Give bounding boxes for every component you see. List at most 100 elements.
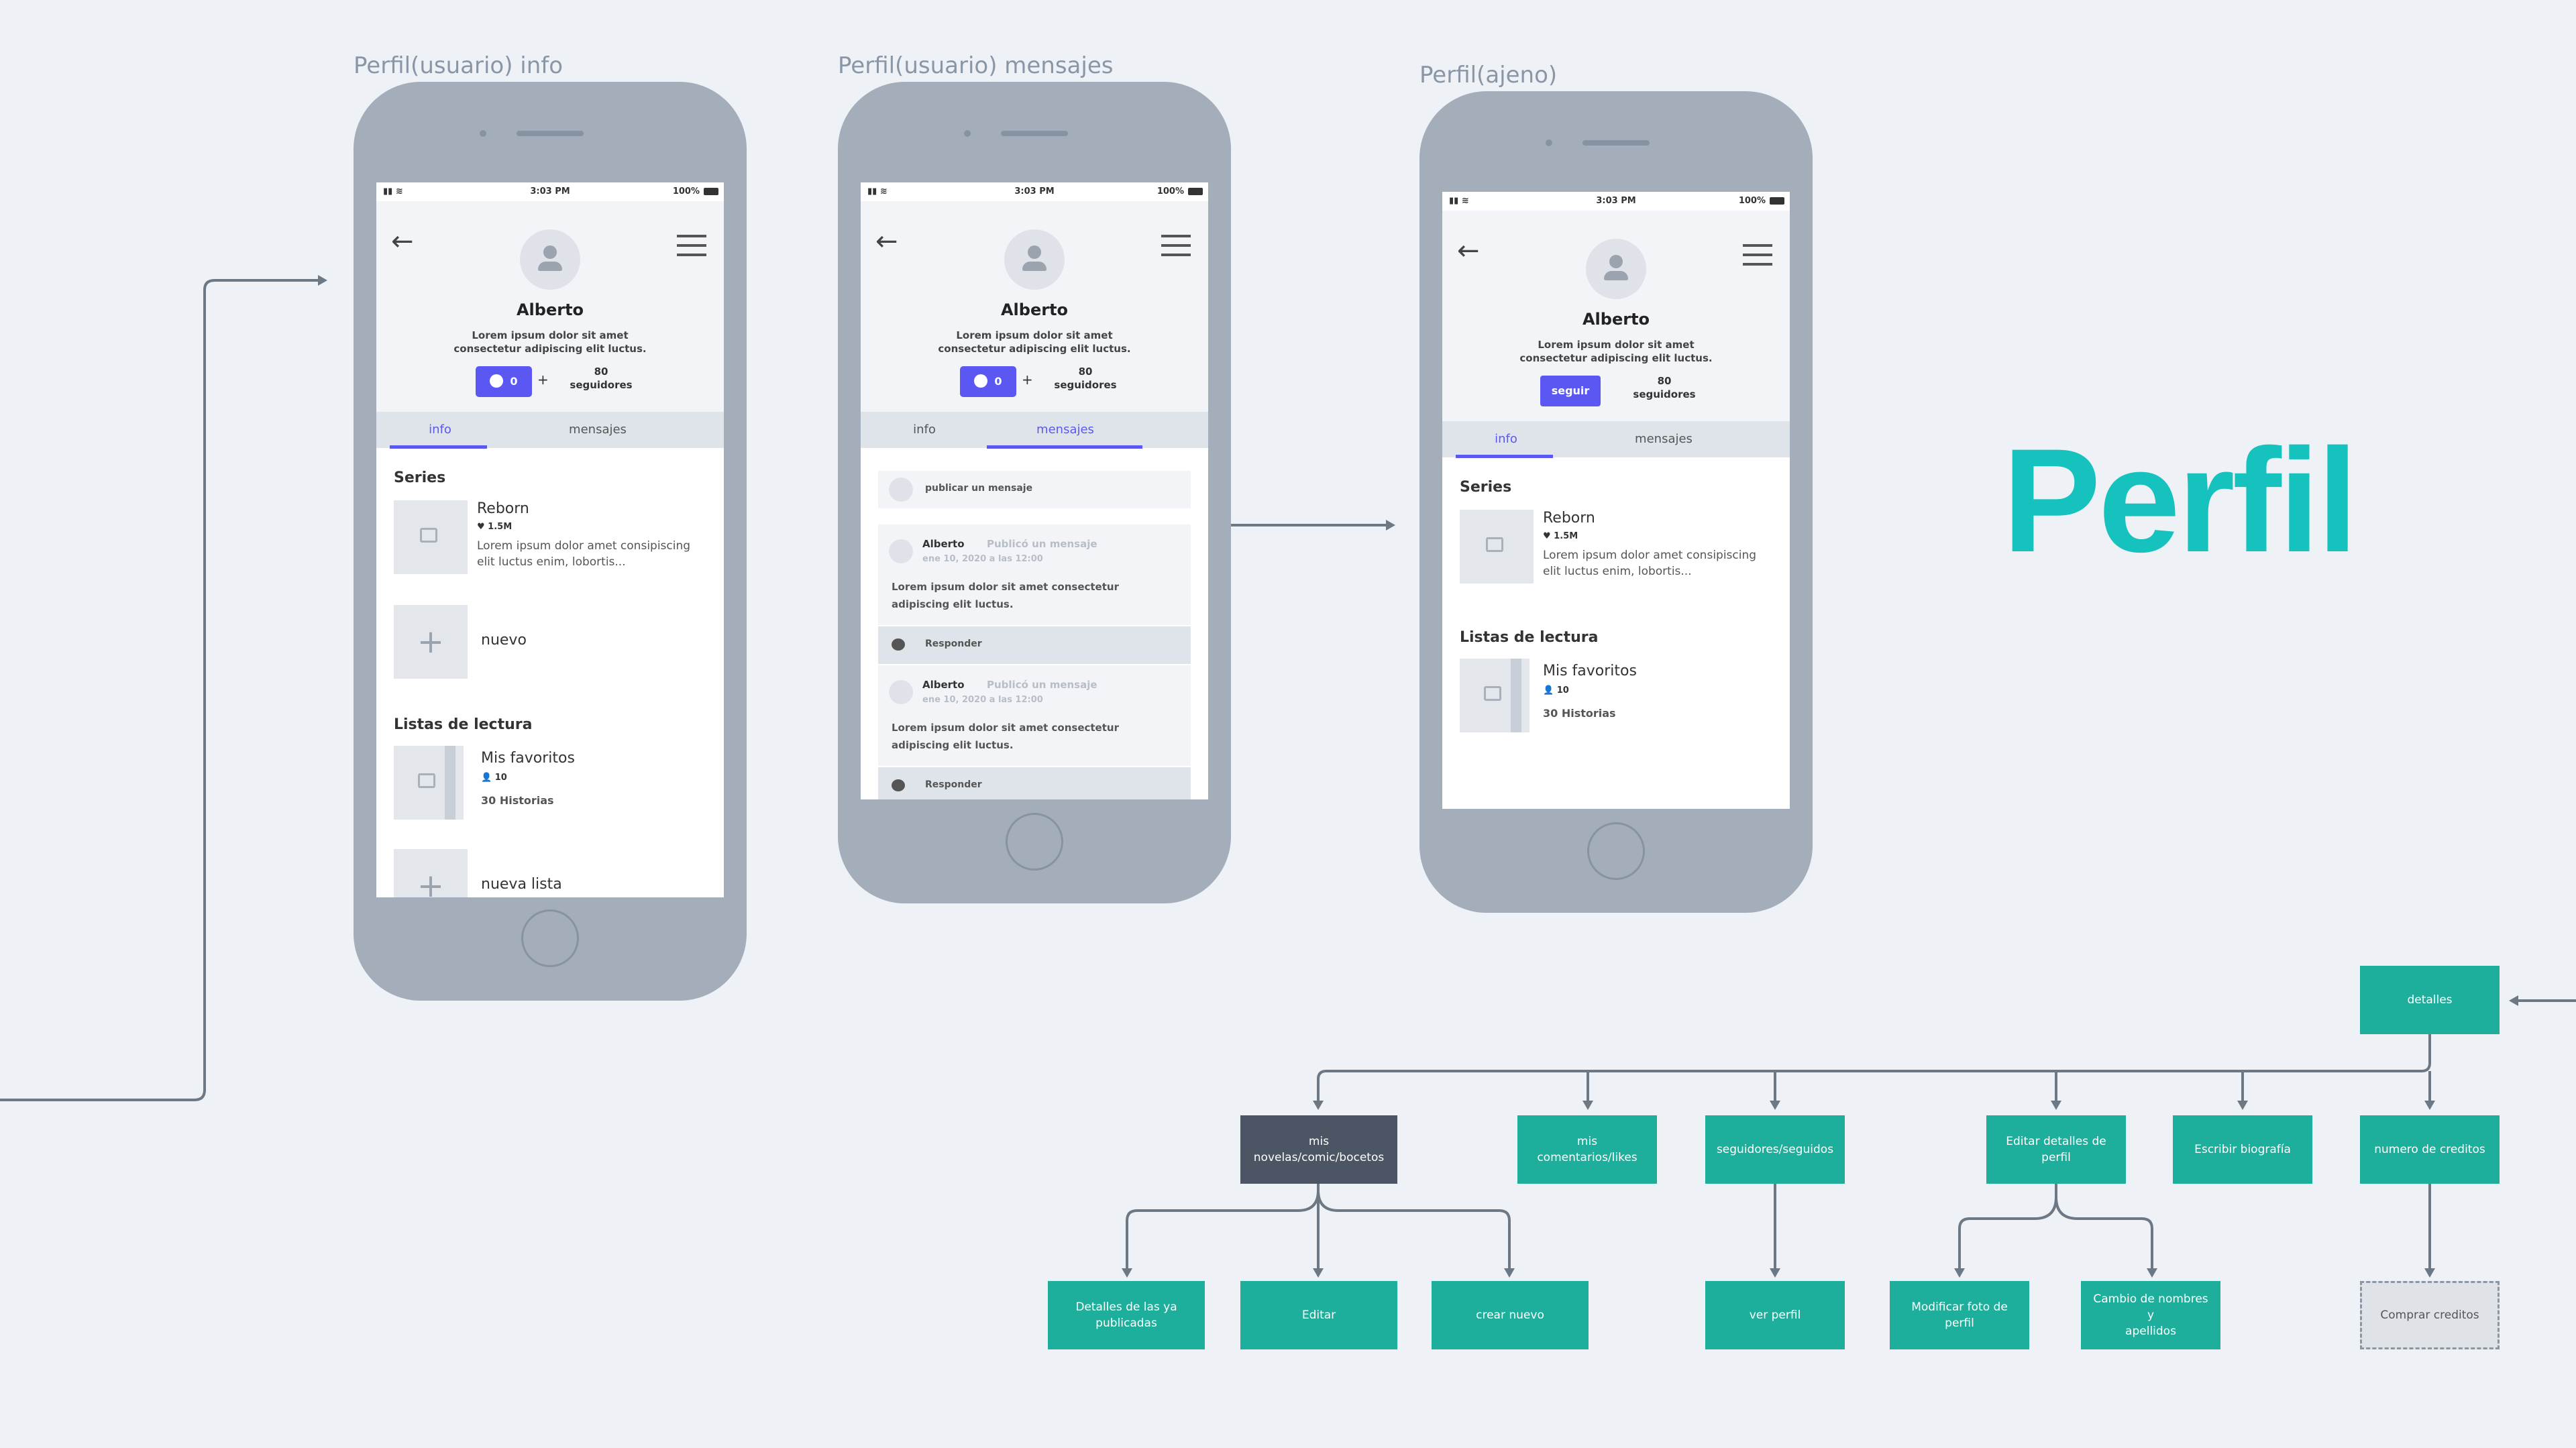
node-crear-nuevo: crear nuevo [1432, 1281, 1589, 1349]
profile-tabs: info mensajes [376, 412, 724, 449]
frame-title-info: Perfil(usuario) info [354, 52, 564, 79]
reading-lists-heading: Listas de lectura [1460, 629, 1599, 646]
battery-icon [704, 188, 718, 195]
back-arrow-icon[interactable]: ← [1457, 235, 1480, 266]
back-arrow-icon[interactable]: ← [391, 226, 414, 257]
series-cover[interactable] [1460, 510, 1534, 583]
profile-tabs: info mensajes [1442, 421, 1790, 458]
hamburger-menu-icon[interactable] [677, 235, 706, 256]
active-tab-indicator [987, 445, 1142, 449]
avatar [889, 680, 913, 704]
status-battery: 100% [672, 186, 700, 197]
book-spine [1511, 659, 1521, 732]
new-series-label[interactable]: nuevo [481, 632, 527, 649]
hamburger-menu-icon[interactable] [1743, 244, 1772, 266]
credits-button[interactable]: 0 [476, 366, 532, 397]
reading-list-count: 30 Historias [481, 794, 554, 807]
speech-bubble-icon [892, 638, 905, 651]
phone-mockup-mensajes: ▮▮ ≋ 3:03 PM 100% ← Alberto Lorem ipsum … [838, 82, 1231, 903]
tab-mensajes[interactable]: mensajes [1635, 432, 1693, 446]
reading-list-followers: 👤 10 [481, 773, 507, 783]
avatar[interactable] [520, 229, 580, 290]
reading-list-title[interactable]: Mis favoritos [481, 750, 575, 767]
screen-ajeno: ▮▮ ≋ 3:03 PM 100% ← Alberto Lorem ipsum … [1442, 192, 1790, 809]
tab-mensajes[interactable]: mensajes [1036, 423, 1094, 437]
signal-icon: ▮▮ ≋ [383, 186, 403, 197]
new-list-button[interactable]: + [394, 849, 468, 897]
reply-button[interactable]: Responder [878, 767, 1191, 799]
credits-button[interactable]: 0 [960, 366, 1016, 397]
publish-message-input[interactable]: publicar un mensaje [878, 471, 1191, 508]
status-time: 3:03 PM [530, 186, 570, 197]
series-title[interactable]: Reborn [1543, 510, 1595, 526]
avatar [889, 478, 913, 502]
battery-icon [1770, 197, 1784, 205]
new-list-label[interactable]: nueva lista [481, 876, 562, 893]
user-name: Alberto [1582, 310, 1650, 329]
profile-tabs: info mensajes [861, 412, 1208, 449]
reading-list-followers: 👤 10 [1543, 685, 1569, 695]
reading-lists-heading: Listas de lectura [394, 716, 533, 733]
avatar[interactable] [1004, 229, 1065, 290]
signal-icon: ▮▮ ≋ [867, 186, 888, 197]
coin-icon [974, 374, 988, 388]
image-icon [1484, 686, 1501, 701]
node-detalles: detalles [2360, 966, 2500, 1034]
coin-icon [490, 374, 504, 388]
avatar[interactable] [1586, 239, 1646, 299]
series-title[interactable]: Reborn [477, 500, 529, 517]
message-post: Alberto Publicó un mensaje ene 10, 2020 … [878, 524, 1191, 625]
hamburger-menu-icon[interactable] [1161, 235, 1191, 256]
avatar [889, 539, 913, 563]
node-editar: Editar [1240, 1281, 1397, 1349]
signal-icon: ▮▮ ≋ [1449, 196, 1469, 206]
book-spine [445, 746, 455, 820]
follow-button[interactable]: seguir [1540, 376, 1601, 406]
tab-info[interactable]: info [1495, 432, 1517, 446]
person-icon: 👤 [481, 773, 492, 783]
phone-mockup-info: ▮▮ ≋ 3:03 PM 100% ← Alberto Lorem ipsum … [354, 82, 747, 1001]
frame-title-ajeno: Perfil(ajeno) [1419, 62, 1558, 89]
add-credits-icon[interactable]: + [537, 372, 549, 388]
frame-title-mensajes: Perfil(usuario) mensajes [838, 52, 1114, 79]
message-post: Alberto Publicó un mensaje ene 10, 2020 … [878, 665, 1191, 766]
reading-list-title[interactable]: Mis favoritos [1543, 663, 1637, 679]
tab-info[interactable]: info [429, 423, 451, 437]
tab-info[interactable]: info [913, 423, 936, 437]
node-numero-creditos: numero de creditos [2360, 1115, 2500, 1184]
add-credits-icon[interactable]: + [1022, 372, 1033, 388]
speech-bubble-icon [892, 779, 905, 791]
active-tab-indicator [1456, 455, 1553, 458]
back-arrow-icon[interactable]: ← [875, 226, 898, 257]
new-series-button[interactable]: + [394, 605, 468, 679]
tab-mensajes[interactable]: mensajes [569, 423, 627, 437]
home-button [1587, 822, 1645, 880]
node-escribir-biografia: Escribir biografía [2173, 1115, 2312, 1184]
reply-button[interactable]: Responder [878, 626, 1191, 664]
status-bar: ▮▮ ≋ 3:03 PM 100% [861, 182, 1208, 201]
series-heading: Series [1460, 479, 1512, 496]
image-icon [420, 528, 437, 543]
plus-icon: + [417, 867, 445, 897]
plus-icon: + [417, 623, 445, 661]
section-title: Perfil [2002, 418, 2358, 583]
series-cover[interactable] [394, 500, 468, 574]
reading-list-count: 30 Historias [1543, 707, 1616, 720]
home-button [1006, 813, 1063, 871]
